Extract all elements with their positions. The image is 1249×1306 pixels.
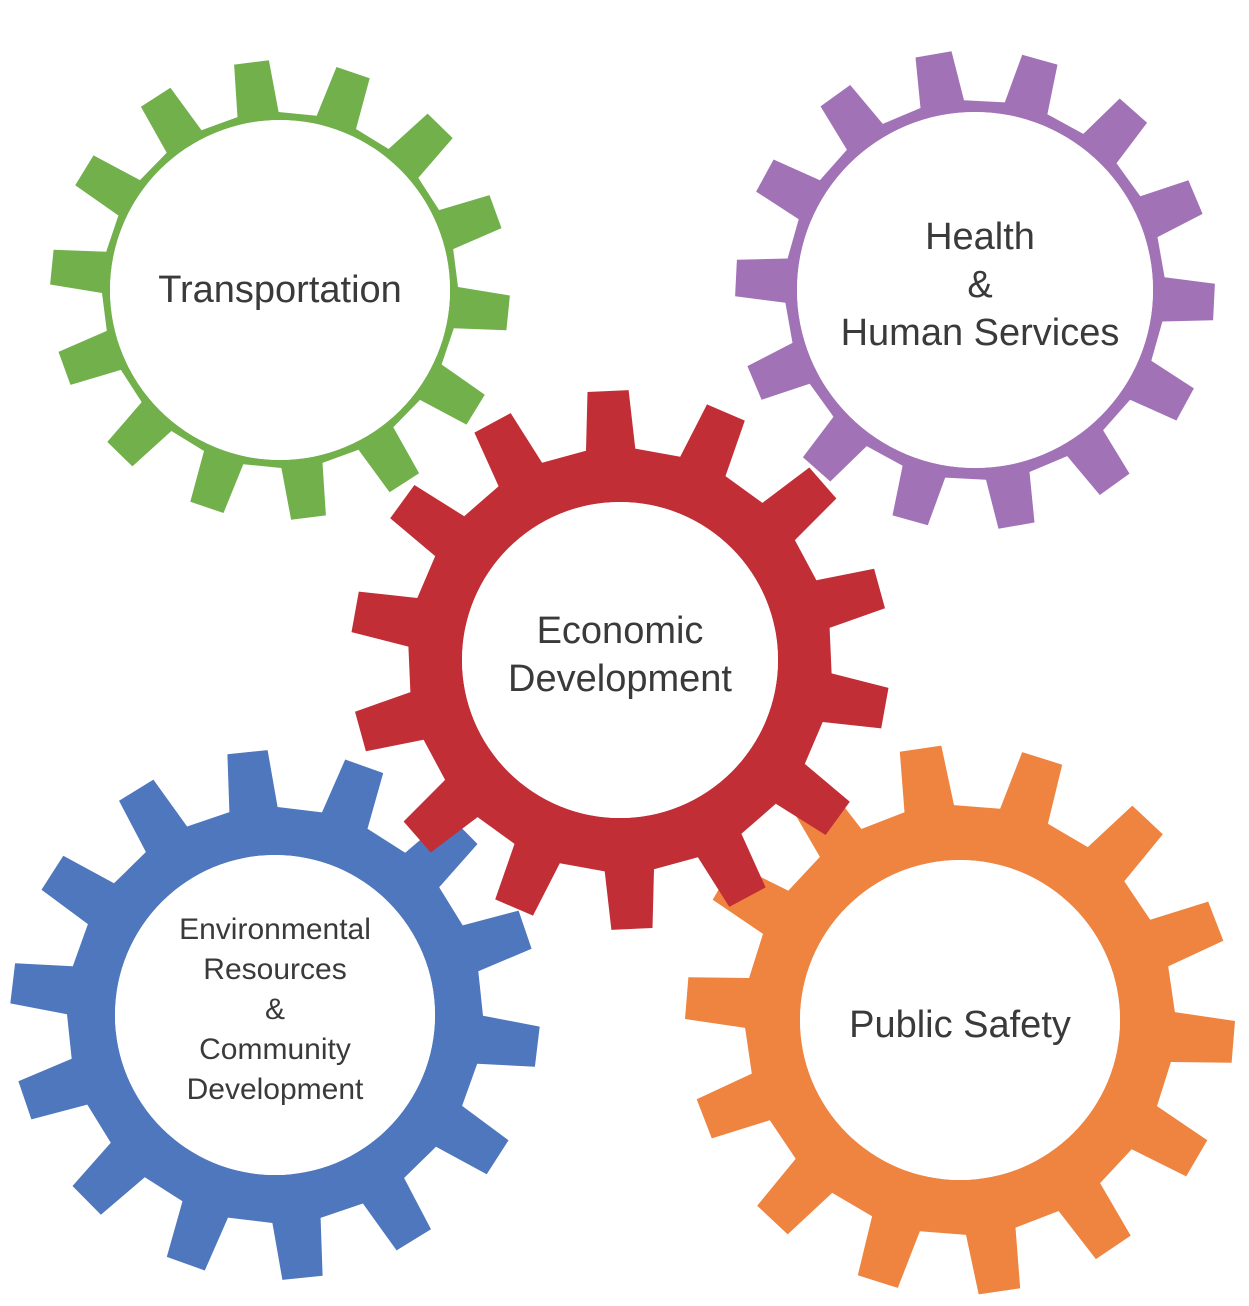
gear-label-public-safety: Public Safety (800, 990, 1120, 1060)
label-line: Environmental (179, 913, 371, 946)
gear-center-transportation (110, 120, 450, 460)
label-line: Health (925, 216, 1035, 258)
gear-label-economic-development: Economic Development (460, 600, 780, 710)
gear-center-safety (800, 860, 1120, 1180)
label-line: Community (199, 1033, 351, 1066)
gear-center-environmental (115, 855, 435, 1175)
label-line: & (967, 264, 993, 306)
gear-label-transportation: Transportation (120, 255, 440, 325)
gear-label-health-human-services: Health & Human Services (815, 205, 1145, 365)
gear-label-environmental-resources: Environmental Resources & Community Deve… (120, 905, 430, 1115)
label-line: Development (508, 658, 732, 700)
gear-center-economic (462, 502, 778, 818)
label-line: Development (186, 1073, 364, 1106)
label-line: Resources (203, 953, 347, 986)
label-line: Human Services (840, 312, 1120, 354)
gear-center-health (797, 112, 1153, 468)
label-line: Public Safety (849, 1003, 1071, 1046)
gear-economic (351, 390, 889, 930)
gear-environmental (10, 750, 540, 1280)
label-line: Transportation (158, 268, 402, 311)
label-line: & (264, 993, 285, 1026)
gear-safety (685, 745, 1235, 1295)
label-line: Economic (536, 610, 704, 652)
